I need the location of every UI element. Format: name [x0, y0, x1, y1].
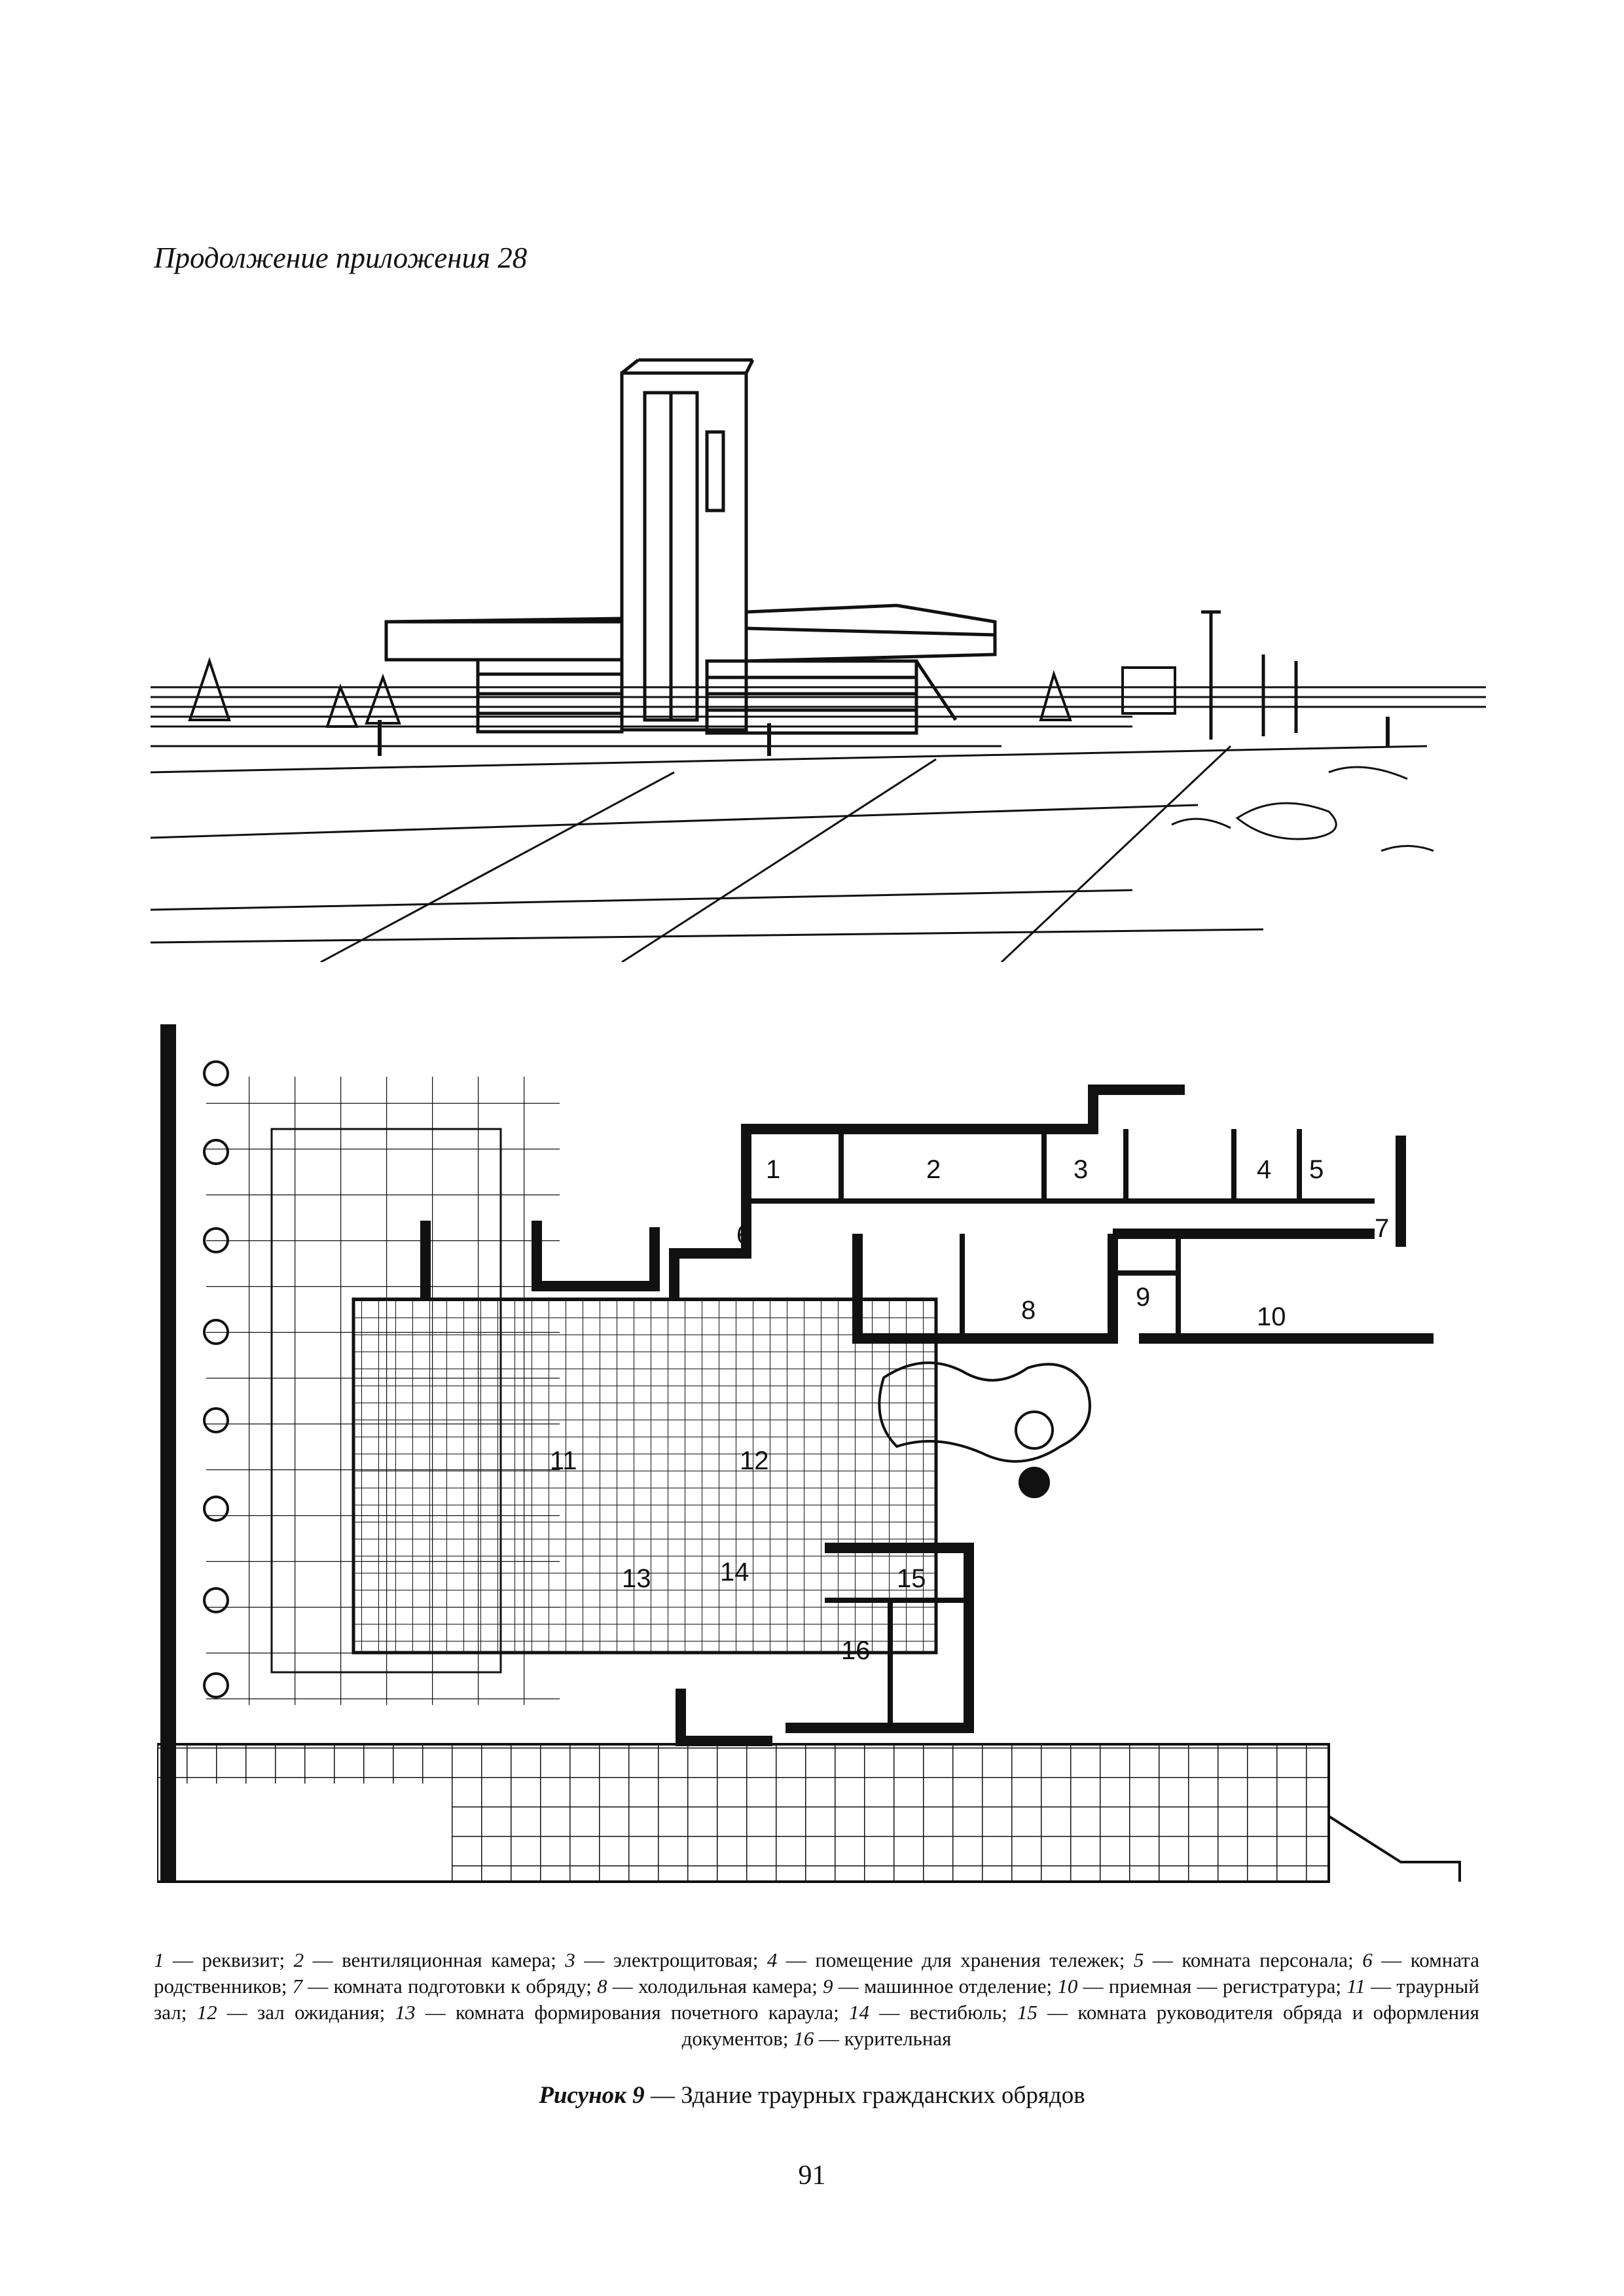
people-figures	[378, 717, 1390, 756]
bell-tower	[620, 358, 755, 732]
room-number-13: 13	[622, 1564, 651, 1593]
building-perspective-drawing	[151, 358, 1486, 962]
room-number-12: 12	[740, 1446, 769, 1475]
legend-item: 12 — зал ожидания;	[196, 2001, 395, 2024]
room-number-3: 3	[1074, 1155, 1088, 1184]
room-number-16: 16	[841, 1636, 871, 1665]
legend-item: 16 — курительная	[793, 2027, 952, 2050]
room-number-4: 4	[1257, 1155, 1271, 1184]
room-number-6: 6	[736, 1221, 751, 1249]
floor-plan-drawing: 1 2 3 4 5 6 7 8 9 10 11 12 13 14 15 16	[157, 1024, 1461, 1883]
plan-legend: 1 — реквизит; 2 — вентиляционная камера;…	[154, 1947, 1479, 2052]
room-number-10: 10	[1257, 1302, 1286, 1331]
legend-item: 6 — комната родственников;	[154, 1948, 1479, 1998]
right-canopy	[705, 603, 997, 735]
legend-item: 9 — машинное отделение;	[823, 1975, 1058, 1998]
legend-item: 14 — вестибюль;	[849, 2001, 1017, 2024]
figure-title: Здание траурных гражданских обрядов	[681, 2082, 1085, 2109]
courtyard-garden	[878, 1361, 1091, 1498]
tree-symbols	[203, 1060, 229, 1698]
room-partitions	[746, 1129, 1375, 1728]
hall-floor-grid	[352, 1297, 938, 1655]
room-number-11: 11	[550, 1446, 577, 1475]
legend-item: 13 — комната формирования почетного кара…	[395, 2001, 849, 2024]
left-canopy	[384, 617, 624, 734]
room-number-9: 9	[1136, 1283, 1150, 1312]
room-number-1: 1	[766, 1155, 780, 1184]
foreground-rocks	[1171, 766, 1434, 852]
room-number-7: 7	[1375, 1214, 1389, 1243]
figure-caption-dash: —	[644, 2082, 681, 2109]
plaza-paving	[151, 745, 1428, 962]
legend-item: 15 — комната руководителя обряда и оформ…	[681, 2001, 1479, 2050]
page-number: 91	[798, 2161, 826, 2191]
figure-caption: Рисунок 9 — Здание траурных гражданских …	[0, 2081, 1624, 2109]
site-boundary-wall	[160, 1024, 176, 1882]
page-header: Продолжение приложения 28	[154, 242, 528, 274]
trees	[188, 656, 1072, 728]
room-number-2: 2	[926, 1155, 941, 1184]
figure-label: Рисунок 9	[539, 2082, 645, 2109]
legend-item: 3 — электрощитовая;	[565, 1948, 767, 1971]
legend-item: 11 — траурный зал;	[154, 1975, 1479, 2024]
distant-building	[1121, 666, 1176, 715]
room-number-labels: 1 2 3 4 5 6 7 8 9 10 11 12 13 14 15 16	[550, 1155, 1389, 1665]
room-number-15: 15	[897, 1564, 926, 1593]
lamp-posts	[1201, 610, 1298, 740]
horizon-lines	[151, 686, 1486, 747]
room-number-5: 5	[1309, 1155, 1324, 1184]
bottom-paving-grid	[157, 1743, 1461, 1883]
room-number-8: 8	[1021, 1296, 1036, 1325]
legend-item: 4 — помещение для хранения тележек;	[767, 1948, 1134, 1971]
building-walls	[420, 1085, 1434, 1746]
legend-item: 10 — приемная — регистратура;	[1057, 1975, 1347, 1998]
legend-item: 2 — вентиляционная камера;	[293, 1948, 566, 1971]
legend-item: 8 — холодильная камера;	[597, 1975, 823, 1998]
legend-item: 7 — комната подготовки к обряду;	[292, 1975, 598, 1998]
legend-item: 5 — комната персонала;	[1133, 1948, 1363, 1971]
legend-item: 1 — реквизит;	[154, 1948, 294, 1971]
room-number-14: 14	[720, 1558, 749, 1587]
